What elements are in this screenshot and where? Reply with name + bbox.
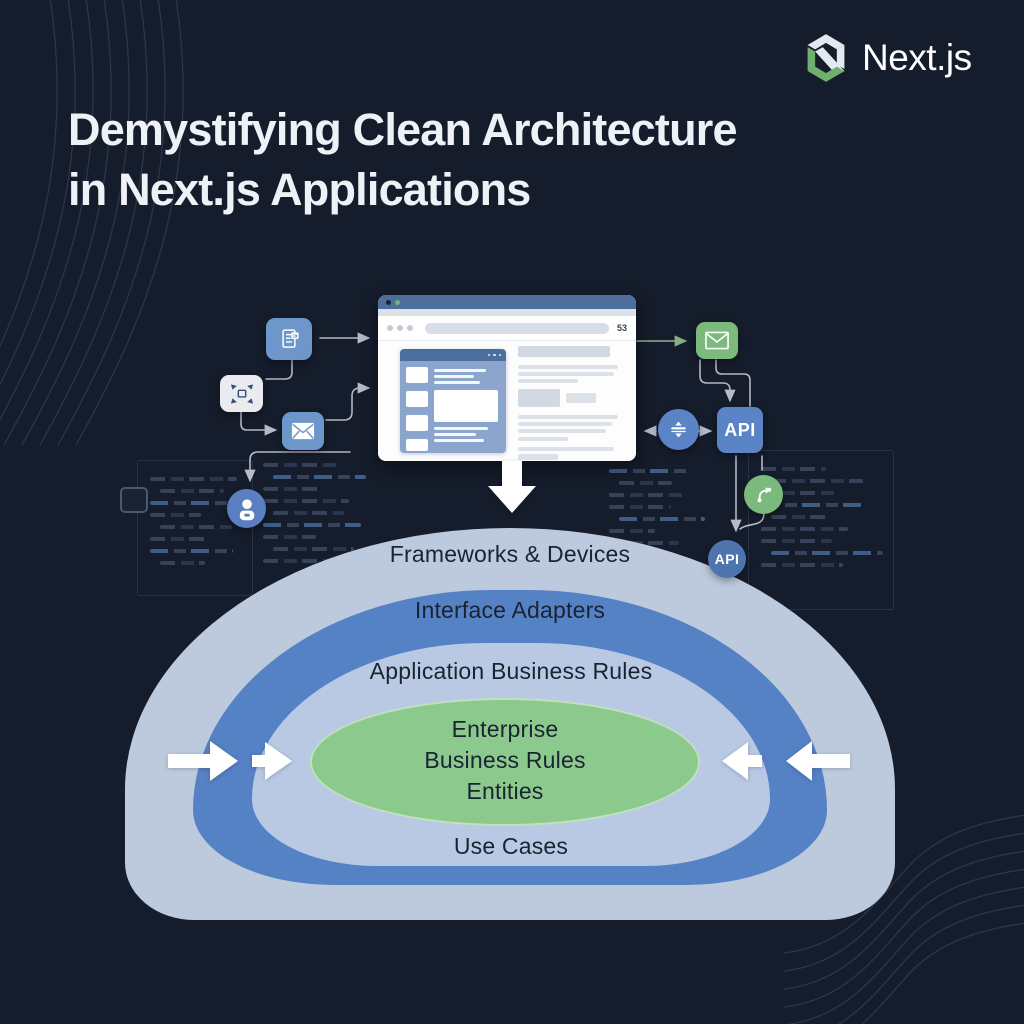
app-panel-card [400, 349, 506, 453]
skeleton-line [434, 375, 474, 378]
panel-card-body [400, 361, 506, 453]
thumb [406, 439, 428, 451]
skeleton-block [518, 389, 560, 407]
browser-toolbar: 53 [378, 316, 636, 341]
arrow-left-inner [252, 742, 292, 780]
thumb [406, 391, 428, 407]
label-frameworks-devices: Frameworks & Devices [389, 541, 631, 567]
browser-content [378, 341, 636, 461]
titlebar-dot-green [395, 299, 400, 305]
api-badge-square: API [717, 407, 763, 453]
skeleton-line [434, 427, 488, 430]
core-line-enterprise: Enterprise [451, 716, 559, 742]
browser-titlebar [378, 295, 636, 309]
arrow-left-outer [168, 741, 238, 781]
toolbar-dot [407, 325, 413, 331]
skeleton-block [566, 393, 596, 403]
skeleton-heading [518, 346, 610, 357]
mail-icon-green [696, 322, 738, 359]
skeleton-line [518, 415, 618, 419]
titlebar-dot-dark [386, 299, 391, 305]
label-interface-adapters: Interface Adapters [414, 597, 606, 623]
toolbar-dot [397, 325, 403, 331]
skeleton-line [518, 447, 614, 451]
code-window-icon [120, 487, 148, 513]
document-icon [266, 318, 312, 360]
arrow-right-inner [722, 742, 762, 780]
page-badge: 53 [616, 323, 627, 333]
mail-icon-blue [282, 412, 324, 450]
nextjs-logo-icon [807, 34, 845, 82]
skeleton-line [518, 372, 614, 376]
skeleton-line [434, 381, 480, 384]
brand-logo: Next.js [800, 32, 972, 84]
skeleton-line [518, 422, 612, 426]
code-snippet-panel-left [137, 460, 253, 596]
skeleton-line [434, 369, 486, 372]
skeleton-line [518, 365, 618, 369]
user-icon [227, 489, 266, 528]
sliders-icon [658, 409, 699, 450]
address-bar [425, 322, 609, 334]
title-line-2: in Next.js Applications [68, 164, 531, 215]
skeleton-line [434, 433, 476, 436]
skeleton-block [518, 454, 558, 460]
label-application-business-rules: Application Business Rules [369, 658, 653, 684]
skeleton-line [518, 429, 606, 433]
core-line-entities: Entities [466, 778, 544, 804]
skeleton-line [518, 379, 578, 383]
thumb [406, 367, 428, 383]
label-enterprise-core: Enterprise Business Rules Entities [310, 714, 700, 807]
skeleton-line [518, 437, 568, 441]
brand-name: Next.js [862, 37, 972, 78]
expand-icon [220, 375, 263, 412]
api-square-label: API [724, 419, 756, 440]
api-circle-label: API [714, 551, 740, 567]
title-line-1: Demystifying Clean Architecture [68, 104, 738, 155]
browser-mockup: 53 [378, 295, 636, 461]
content-block [434, 390, 498, 422]
core-entities-ellipse [310, 698, 700, 826]
panel-card-header [400, 349, 506, 361]
label-use-cases: Use Cases [453, 833, 569, 859]
toolbar-dot [387, 325, 393, 331]
arrow-right-outer [786, 741, 850, 781]
core-line-business-rules: Business Rules [424, 747, 586, 773]
arrow-down-main [488, 461, 536, 513]
skeleton-line [434, 439, 484, 442]
page-title: Demystifying Clean Architecture in Next.… [68, 100, 738, 220]
code-snippet-cluster-mid [596, 452, 716, 570]
thumb [406, 415, 428, 431]
code-snippet-panel-right [748, 450, 894, 610]
browser-tabstrip [378, 309, 636, 316]
branch-icon [744, 475, 783, 514]
api-badge-circle: API [708, 540, 746, 578]
